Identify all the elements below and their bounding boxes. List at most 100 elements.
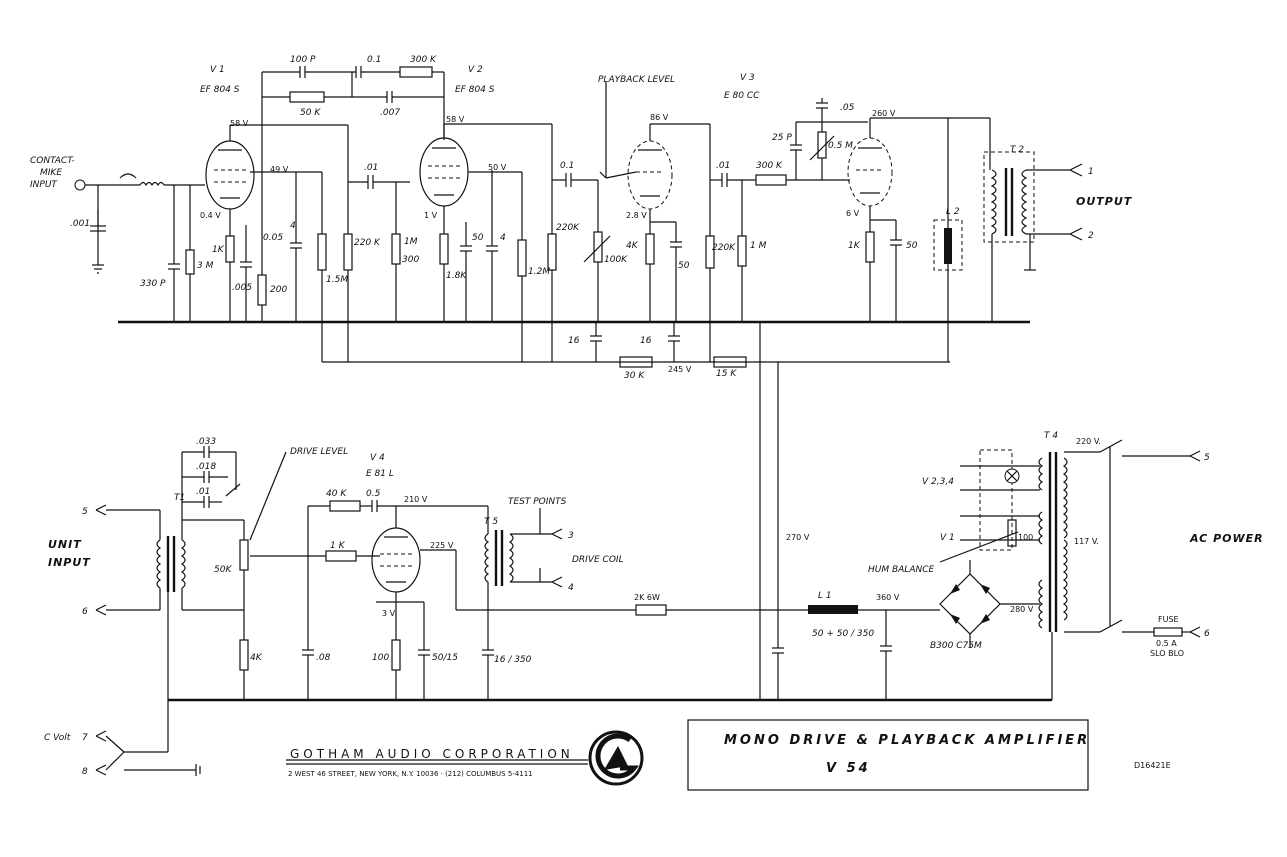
v4-cathode-voltage: 3 V bbox=[382, 609, 396, 618]
cap-b270 bbox=[772, 610, 784, 700]
v4-cathode-network bbox=[376, 601, 430, 700]
r100k-value: 100K bbox=[604, 255, 628, 265]
c005b-value: 0.05 bbox=[263, 233, 283, 243]
fuse-label-3: SLO BLO bbox=[1150, 649, 1184, 658]
c50-c-value: 50 bbox=[906, 241, 918, 251]
v2-type: EF 804 S bbox=[455, 85, 495, 95]
c16a-value: 16 bbox=[568, 336, 580, 346]
v2-plate-voltage: 58 V bbox=[446, 115, 465, 124]
input-transformer-t1 bbox=[156, 452, 244, 700]
company-address: 2 WEST 46 STREET, NEW YORK, N.Y. 10036 ·… bbox=[288, 770, 533, 778]
v1-label: V 1 bbox=[210, 65, 225, 75]
cap-4uf-b bbox=[486, 170, 498, 322]
c16-350-value: 16 / 350 bbox=[494, 655, 532, 665]
resistor-3m bbox=[185, 185, 195, 322]
r1m-b-value: 1 M bbox=[750, 241, 767, 251]
tube-v3a bbox=[605, 124, 673, 222]
output-terminal-1-label: 1 bbox=[1088, 167, 1094, 177]
c05-value: .05 bbox=[840, 103, 855, 113]
input-choke bbox=[139, 181, 205, 187]
r50k-value: 50 K bbox=[300, 108, 321, 118]
v4-screen-voltage: 225 V bbox=[430, 541, 454, 550]
c4b-value: 4 bbox=[500, 233, 506, 243]
resistor-4k-b bbox=[239, 639, 249, 700]
ac-terminal-5 bbox=[1189, 450, 1201, 462]
t1-label: T1 bbox=[174, 493, 185, 503]
company-banner bbox=[286, 759, 588, 765]
l1-label: L 1 bbox=[818, 591, 832, 601]
test-point-4 bbox=[539, 568, 563, 588]
output-transformer-t2 bbox=[983, 118, 1070, 322]
v2-screen-voltage: 50 V bbox=[488, 163, 507, 172]
b270-voltage: 270 V bbox=[786, 533, 810, 542]
t4-220-voltage: 220 V. bbox=[1076, 437, 1101, 446]
test-point-3 bbox=[539, 508, 563, 540]
drive-level-label: DRIVE LEVEL bbox=[290, 447, 348, 457]
playback-level-label: PLAYBACK LEVEL bbox=[598, 75, 675, 85]
t4-label: T 4 bbox=[1044, 431, 1058, 441]
title-box bbox=[687, 719, 1089, 791]
cap-330p bbox=[168, 185, 180, 322]
choke-l2 bbox=[933, 118, 963, 362]
r300k-top-value: 300 K bbox=[410, 55, 437, 65]
r220k-b-value: 220K bbox=[556, 223, 580, 233]
r300k-value: 300 K bbox=[756, 161, 783, 171]
v4-plate-voltage: 210 V bbox=[404, 495, 428, 504]
t2-label: T 2 bbox=[1010, 145, 1024, 155]
c018-value: .018 bbox=[196, 462, 216, 472]
v4-grid-network bbox=[300, 500, 488, 700]
cap-50-50-350 bbox=[880, 610, 892, 700]
c50-50-value: 50 + 50 / 350 bbox=[812, 629, 874, 639]
resistor-220k-c bbox=[650, 123, 715, 362]
drawing-number: D16421E bbox=[1134, 761, 1171, 770]
rectifier-bridge bbox=[939, 560, 1040, 648]
resistor-1m-b bbox=[737, 180, 747, 322]
resistor-1m-a bbox=[391, 182, 401, 322]
cap-coupling-01c bbox=[710, 173, 756, 187]
c007-value: .007 bbox=[380, 108, 400, 118]
b360-voltage: 360 V bbox=[876, 593, 900, 602]
unit-input-terminal-6 bbox=[95, 588, 161, 616]
resistor-200 bbox=[257, 225, 267, 322]
r30k-value: 30 K bbox=[624, 371, 645, 381]
v3b-cathode-voltage: 6 V bbox=[846, 209, 860, 218]
v1-heater-label: V 1 bbox=[940, 533, 955, 543]
b245-voltage: 245 V bbox=[668, 365, 692, 374]
fuse-label-2: 0.5 A bbox=[1156, 639, 1177, 648]
c01c-value: .01 bbox=[716, 161, 730, 171]
cap-50-b bbox=[650, 221, 682, 322]
test-point-3-label: 3 bbox=[568, 531, 574, 541]
cap-4uf bbox=[290, 172, 302, 322]
resistor-1k-v1 bbox=[225, 225, 235, 322]
r100p-value: 100 P bbox=[290, 55, 316, 65]
hum-balance-pointer bbox=[939, 531, 1019, 563]
c25p-value: 25 P bbox=[772, 133, 792, 143]
unit-input-terminal-5 bbox=[95, 504, 161, 540]
unit-input-terminal-6-label: 6 bbox=[82, 607, 88, 617]
contact-mike-input-jack bbox=[74, 173, 140, 274]
v2-label: V 2 bbox=[468, 65, 483, 75]
cap-c64-001 bbox=[90, 210, 106, 232]
r15k-value: 15 K bbox=[716, 369, 737, 379]
resistor-220k-a bbox=[230, 124, 353, 362]
r1m-a-value: 1M bbox=[404, 237, 418, 247]
ac-terminal-6-label: 6 bbox=[1204, 629, 1210, 639]
drawing-title: MONO DRIVE & PLAYBACK AMPLIFIER bbox=[724, 733, 1090, 748]
r3m-value: 3 M bbox=[197, 261, 214, 271]
cvolt-label: C Volt bbox=[44, 733, 71, 743]
cap-50-a bbox=[460, 222, 472, 322]
r100-hum-value: 100 bbox=[1018, 533, 1033, 542]
v3-type: E 80 CC bbox=[724, 91, 760, 101]
playback-level-pot bbox=[583, 82, 611, 322]
drawing-model: V 54 bbox=[826, 761, 871, 776]
tube-v3b bbox=[847, 117, 990, 220]
r1-5m-value: 1.5M bbox=[326, 275, 348, 285]
v4-label: V 4 bbox=[370, 453, 385, 463]
drive-level-pot bbox=[182, 451, 300, 640]
b-plus-feed bbox=[759, 322, 779, 700]
cvolt-terminals bbox=[95, 700, 201, 776]
r220k-a-value: 220 K bbox=[354, 238, 381, 248]
r4k-value: 4K bbox=[626, 241, 639, 251]
v1-cathode-voltage: 0.4 V bbox=[200, 211, 221, 220]
unit-input-label-2: INPUT bbox=[48, 556, 91, 569]
